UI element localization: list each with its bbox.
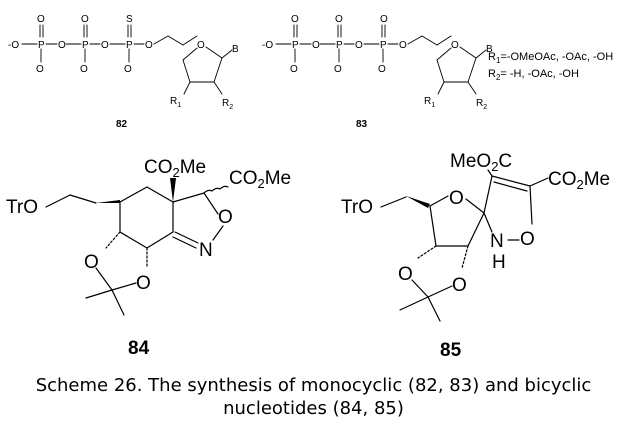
- o-82-top-a: O: [37, 14, 45, 25]
- o-85-diox-b: O: [452, 275, 467, 296]
- p-83-a: P: [292, 40, 299, 51]
- n-85: N: [490, 231, 504, 252]
- o-83-c: O: [399, 40, 407, 51]
- n-84: N: [199, 240, 213, 261]
- o-82-bot-b: O: [80, 64, 88, 75]
- p-82-c: P: [126, 40, 133, 51]
- s-82-top: S: [126, 14, 133, 25]
- o-82-a: O: [58, 40, 66, 51]
- compound-84: TrO O N CO2Me CO2Me O O 84: [6, 157, 291, 359]
- o-82-bot-a: O: [36, 64, 44, 75]
- o-82-bot-c: O: [124, 64, 132, 75]
- o-83-top-b: O: [335, 14, 343, 25]
- tro-84: TrO: [6, 197, 38, 218]
- co2me-85: CO2Me: [548, 169, 610, 192]
- label-83: 83: [356, 119, 368, 130]
- compound-85: TrO O O N H MeO2C CO2Me O O 85: [341, 151, 610, 361]
- r1-82: R1: [170, 96, 181, 109]
- o-84-isox: O: [218, 207, 233, 228]
- o-84-diox-a: O: [84, 252, 99, 273]
- o-82-ring: O: [197, 40, 205, 51]
- legend-r2: R2= -H, -OAc, -OH: [488, 68, 579, 82]
- o-minus-83: -O: [262, 40, 273, 51]
- o-82-b: O: [101, 40, 109, 51]
- o-83-bot-b: O: [334, 64, 342, 75]
- o-82-c: O: [145, 40, 153, 51]
- p-82-b: P: [82, 40, 89, 51]
- co2me-84-b: CO2Me: [229, 168, 291, 191]
- r2-82: R2: [222, 98, 233, 111]
- compound-82: -O P O P O P O O O S O O O O: [8, 14, 239, 130]
- o-83-ring: O: [451, 40, 459, 51]
- o-83-top-a: O: [291, 14, 299, 25]
- caption-line-1: Scheme 26. The synthesis of monocyclic (…: [35, 375, 592, 396]
- o-85-isox: O: [520, 229, 535, 250]
- label-85: 85: [440, 340, 462, 361]
- tro-85: TrO: [341, 197, 373, 218]
- o-83-bot-a: O: [290, 64, 298, 75]
- caption-line-2: nucleotides (84, 85): [223, 398, 404, 419]
- b-83: B: [486, 44, 493, 55]
- label-82: 82: [116, 119, 128, 130]
- h-85: H: [492, 252, 506, 273]
- b-82: B: [232, 44, 239, 55]
- o-minus-82-a: -O: [8, 40, 19, 51]
- label-84: 84: [128, 338, 150, 359]
- o-84-diox-b: O: [136, 273, 151, 294]
- co2me-84-a: CO2Me: [144, 157, 206, 180]
- legend-r1: R1=-OMeOAc, -OAc, -OH: [488, 51, 613, 65]
- p-83-c: P: [380, 40, 387, 51]
- meo2c-85: MeO2C: [450, 151, 512, 174]
- p-83-b: P: [336, 40, 343, 51]
- r1-83: R1: [424, 96, 435, 109]
- p-82-a: P: [38, 40, 45, 51]
- o-83-b: O: [355, 40, 363, 51]
- o-83-top-c: O: [380, 14, 388, 25]
- o-83-bot-c: O: [378, 64, 386, 75]
- o-85-ring: O: [449, 188, 464, 209]
- o-83-a: O: [312, 40, 320, 51]
- r2-83: R2: [476, 98, 487, 111]
- o-85-diox-a: O: [398, 264, 413, 285]
- compound-83: -O P O P O P O O O O O O O O B: [262, 14, 493, 130]
- o-82-top-b: O: [81, 14, 89, 25]
